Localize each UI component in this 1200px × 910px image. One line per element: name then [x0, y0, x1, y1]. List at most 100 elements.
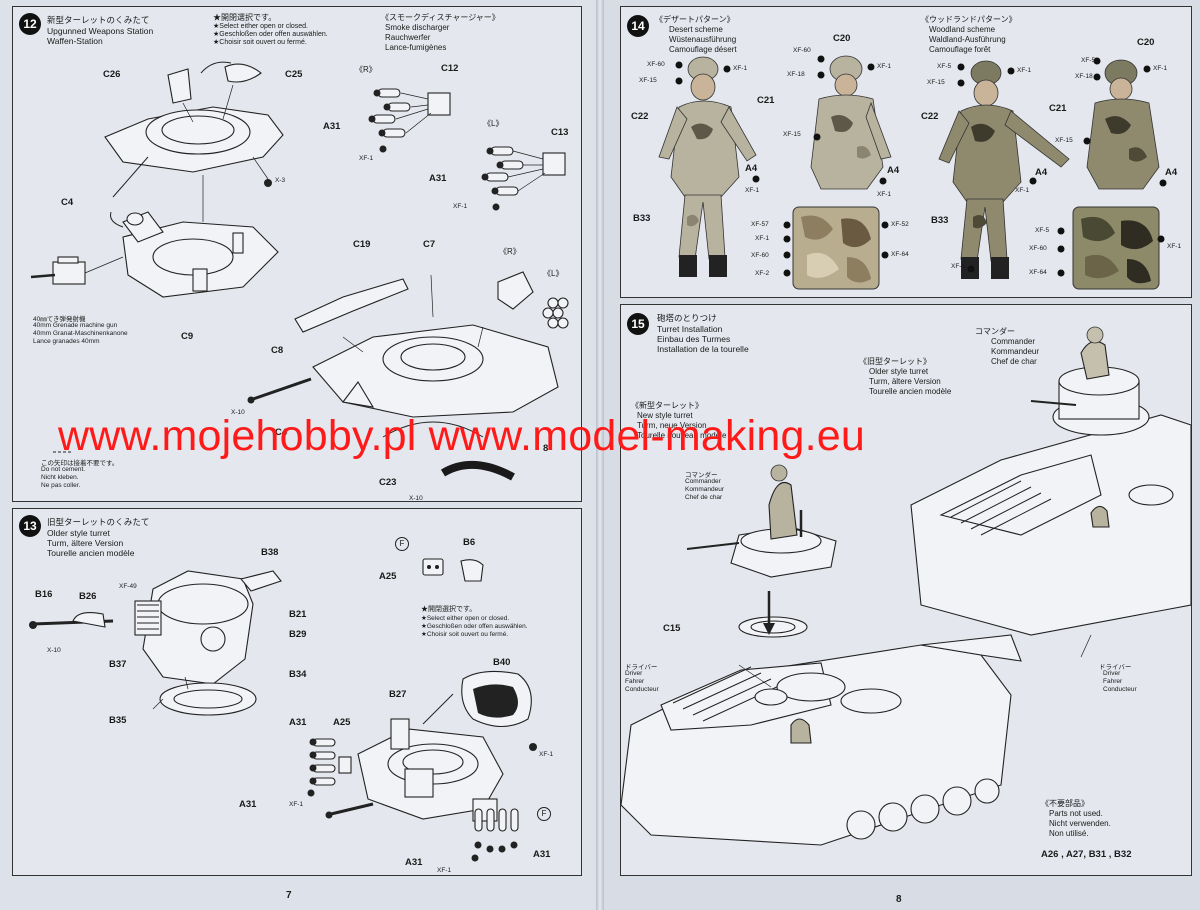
unused-title-jp: 《不要部品》 [1041, 799, 1089, 808]
label-c22-wood: C22 [921, 111, 939, 122]
new-turret-en: New style turret [637, 411, 693, 420]
marker-f-1: F [395, 537, 409, 551]
crew-figures-drawing [658, 55, 1167, 290]
label-c15: C15 [663, 623, 681, 634]
step-12-number: 12 [19, 13, 41, 35]
desert-swatch-4: XF-2 [755, 270, 770, 277]
wood-title-en: Woodland scheme [929, 25, 996, 34]
cement-note-de: Nicht kleben. [41, 474, 79, 481]
label-b34: B34 [289, 669, 307, 680]
driver2-label-en: Driver [1103, 670, 1121, 677]
desert-paint-4: XF-60 [793, 47, 811, 54]
step-12-note-de: ★Geschloßen oder offen auswählen. [213, 31, 328, 38]
driver2-label-de: Fahrer [1103, 678, 1123, 685]
driver-label-en: Driver [625, 670, 643, 677]
paint-xf49: XF-49 [119, 583, 137, 590]
label-b33-wood: B33 [931, 215, 949, 226]
desert-swatch-5: XF-52 [891, 221, 909, 228]
paint-xf1-left: XF-1 [289, 801, 304, 808]
step-12-panel: 12 新型ターレットのくみたて Upgunned Weapons Station… [12, 6, 582, 502]
wood-swatch-1: XF-5 [1035, 227, 1050, 234]
step-13-title-jp: 旧型ターレットのくみたて [47, 517, 150, 527]
label-b21: B21 [289, 609, 307, 620]
step-13-note-fr: ★Choisir soit ouvert ou fermé. [421, 631, 509, 638]
label-b6: B6 [463, 537, 476, 548]
gun-label-fr: Lance granades 40mm [33, 338, 100, 345]
wood-paint-1: XF-5 [937, 63, 952, 70]
label-b26: B26 [79, 591, 97, 602]
older-turret-drawing [29, 558, 537, 862]
label-a31-bottom-left: A31 [405, 857, 423, 868]
label-c23: C23 [379, 477, 397, 488]
commander2-label-de: Kommandeur [685, 486, 725, 493]
cement-note-en: Do not cement. [41, 466, 86, 473]
step-13-panel: 13 旧型ターレットのくみたて Older style turret Turm,… [12, 508, 582, 876]
step-12-title-en: Upgunned Weapons Station [47, 26, 154, 36]
step-12-title-de: Waffen-Station [47, 36, 103, 46]
label-c22-desert: C22 [631, 111, 649, 122]
step-12-note-jp: ★開閉選択です。 [213, 13, 277, 22]
page-number-right: 8 [896, 894, 902, 905]
desert-paint-7: XF-15 [783, 131, 801, 138]
new-turret-de: Turm, neue Version [637, 421, 707, 430]
label-c21-desert: C21 [757, 95, 775, 106]
step-12-title-jp: 新型ターレットのくみたて [47, 15, 150, 25]
label-r-side: 《R》 [355, 65, 377, 74]
desert-title-jp: 《デザートパターン》 [655, 15, 735, 24]
label-a31-l: A31 [429, 173, 447, 184]
step-15-title-fr: Installation de la tourelle [657, 344, 749, 354]
gun-label-jp: 40㎜てき弾発射機 [33, 316, 86, 323]
desert-swatch-1: XF-57 [751, 221, 769, 228]
label-a25: A25 [379, 571, 397, 582]
watermark-text: www.mojehobby.pl www.model-making.eu [58, 412, 866, 460]
paint-xf1-b: XF-1 [453, 203, 468, 210]
paint-x3: X-3 [275, 177, 286, 184]
unused-parts-list: A26 , A27, B31 , B32 [1041, 849, 1132, 860]
older-turret-jp: 《旧型ターレット》 [859, 357, 931, 366]
step-13-note-en: ★Select either open or closed. [421, 615, 510, 622]
desert-paint-9: XF-1 [877, 191, 892, 198]
driver2-label-fr: Conducteur [1103, 686, 1137, 693]
desert-title-en: Desert scheme [669, 25, 723, 34]
label-c25: C25 [285, 69, 303, 80]
unused-title-de: Nicht verwenden. [1049, 819, 1111, 828]
commander-label-fr: Chef de char [991, 357, 1037, 366]
label-c21-wood: C21 [1049, 103, 1067, 114]
desert-paint-1: XF-60 [647, 61, 665, 68]
smoke-title-en: Smoke discharger [385, 23, 450, 32]
wood-swatch-2: XF-60 [1029, 245, 1047, 252]
label-c19: C19 [353, 239, 371, 250]
step-13-number: 13 [19, 515, 41, 537]
desert-swatch-3: XF-60 [751, 252, 769, 259]
label-c13: C13 [551, 127, 569, 138]
wood-swatch-4: XF-1 [1167, 243, 1182, 250]
label-c20-wood: C20 [1137, 37, 1155, 48]
label-b40: B40 [493, 657, 511, 668]
wood-title-fr: Camouflage forêt [929, 45, 991, 54]
paint-x10-a: X-10 [231, 409, 245, 416]
desert-title-de: Wüstenausführung [669, 35, 737, 44]
label-a4-wood-cmd: A4 [1165, 167, 1178, 178]
label-a31-bottom-right: A31 [533, 849, 551, 860]
label-c12: C12 [441, 63, 459, 74]
wood-paint-4: XF-5 [1081, 57, 1096, 64]
smoke-title-jp: 《スモークディスチャージャー》 [381, 13, 500, 22]
label-c20-desert: C20 [833, 33, 851, 44]
label-a25-lower: A25 [333, 717, 351, 728]
older-turret-de: Turm, ältere Version [869, 377, 941, 386]
wood-paint-7: XF-15 [1055, 137, 1073, 144]
driver2-label-jp: ドライバー [1099, 664, 1132, 671]
smoke-title-de: Rauchwerfer [385, 33, 431, 42]
label-a4-wood: A4 [1035, 167, 1048, 178]
wood-title-jp: 《ウッドランドパターン》 [921, 15, 1017, 24]
unused-title-fr: Non utilisé. [1049, 829, 1089, 838]
gun-label-en: 40mm Grenade machine gun [33, 322, 118, 329]
label-c9: C9 [181, 331, 194, 342]
step-13-title-fr: Tourelle ancien modèle [47, 548, 135, 558]
label-b37: B37 [109, 659, 127, 670]
label-b33-desert: B33 [633, 213, 651, 224]
label-b35: B35 [109, 715, 127, 726]
commander2-label-jp: コマンダー [685, 472, 718, 479]
step-15-title-jp: 砲塔のとりつけ [657, 313, 717, 323]
paint-xf1-a: XF-1 [359, 155, 374, 162]
